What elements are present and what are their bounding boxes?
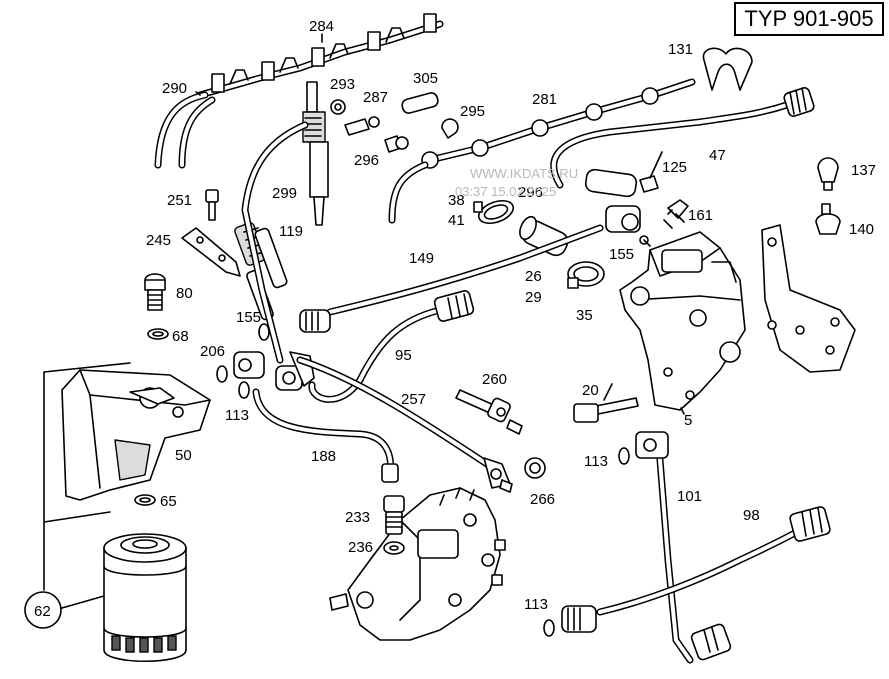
label-296b: 296 <box>518 184 543 201</box>
label-5: 5 <box>684 412 692 429</box>
callout-bracket-62 <box>24 362 131 629</box>
label-287: 287 <box>363 89 388 106</box>
label-131: 131 <box>668 41 693 58</box>
label-41: 41 <box>448 212 465 229</box>
label-95: 95 <box>395 347 412 364</box>
label-113a: 113 <box>225 407 249 424</box>
valve-161 <box>605 199 689 245</box>
fittings-137-140 <box>815 157 841 235</box>
fuel-filter-62 <box>103 533 187 662</box>
label-101: 101 <box>677 488 702 505</box>
hose-290 <box>154 91 216 169</box>
bracket-245 <box>181 227 241 277</box>
watermark-timestamp: 03:37 15.02.2025 <box>455 184 557 199</box>
label-20: 20 <box>582 382 599 399</box>
label-257: 257 <box>401 391 426 408</box>
label-38: 38 <box>448 192 465 209</box>
label-296a: 296 <box>354 152 379 169</box>
return-line-281 <box>388 78 696 224</box>
line-95 <box>308 290 475 403</box>
bolt-20 <box>573 397 639 423</box>
small-parts-top <box>330 92 459 153</box>
washer-266 <box>524 457 546 479</box>
label-65: 65 <box>160 493 177 510</box>
label-113c: 113 <box>524 596 548 613</box>
label-155b: 155 <box>236 309 261 326</box>
label-35: 35 <box>576 307 593 324</box>
label-233: 233 <box>345 509 370 526</box>
bolt-251 <box>205 189 219 221</box>
label-281: 281 <box>532 91 557 108</box>
model-title-box: TYP 901-905 <box>734 2 884 36</box>
label-80: 80 <box>176 285 193 302</box>
label-140: 140 <box>849 221 874 238</box>
banjo-bolt-80 <box>144 273 166 311</box>
label-119: 119 <box>279 223 303 240</box>
label-290: 290 <box>162 80 187 97</box>
label-47: 47 <box>709 147 726 164</box>
fittings-233-236 <box>383 495 405 555</box>
label-299: 299 <box>272 185 297 202</box>
injection-pump <box>329 487 506 641</box>
label-236: 236 <box>348 539 373 556</box>
label-188: 188 <box>311 448 336 465</box>
line-149 <box>299 224 604 333</box>
watermark-site: WWW.IKDATS.RU <box>470 166 579 181</box>
label-245: 245 <box>146 232 171 249</box>
line-257 <box>296 356 513 493</box>
clip-131 <box>702 47 753 91</box>
label-26: 26 <box>525 268 542 285</box>
label-137: 137 <box>851 162 876 179</box>
label-266: 266 <box>530 491 555 508</box>
label-251: 251 <box>167 192 192 209</box>
label-260: 260 <box>482 371 507 388</box>
leader-lines <box>195 33 685 415</box>
feed-line <box>241 121 309 364</box>
label-284: 284 <box>309 18 334 35</box>
label-68: 68 <box>172 328 189 345</box>
label-305: 305 <box>413 70 438 87</box>
part-labels: 284 290 293 287 305 295 281 131 296 296 … <box>34 18 876 620</box>
model-title: TYP 901-905 <box>744 6 874 31</box>
label-149: 149 <box>409 250 434 267</box>
injection-line-rail-284 <box>196 13 444 99</box>
line-101 <box>618 431 732 664</box>
hose-47 <box>550 87 815 189</box>
label-295: 295 <box>460 103 485 120</box>
fuel-filter-housing-5 <box>619 231 746 411</box>
label-206: 206 <box>200 343 225 360</box>
mounting-bracket <box>761 224 856 373</box>
pipe-125 <box>584 168 659 198</box>
label-125: 125 <box>662 159 687 176</box>
label-50: 50 <box>175 447 192 464</box>
label-113b: 113 <box>584 453 608 470</box>
label-98: 98 <box>743 507 760 524</box>
label-29: 29 <box>525 289 542 306</box>
filter-bracket-50 <box>61 369 211 501</box>
label-161: 161 <box>688 207 713 224</box>
bleed-screw-260 <box>455 389 523 435</box>
label-155a: 155 <box>609 246 634 263</box>
line-98 <box>543 506 831 637</box>
washers-68-65 <box>134 328 169 506</box>
label-62: 62 <box>34 603 51 620</box>
label-293: 293 <box>330 76 355 93</box>
injector-299 <box>302 81 329 226</box>
line-188 <box>252 388 399 483</box>
